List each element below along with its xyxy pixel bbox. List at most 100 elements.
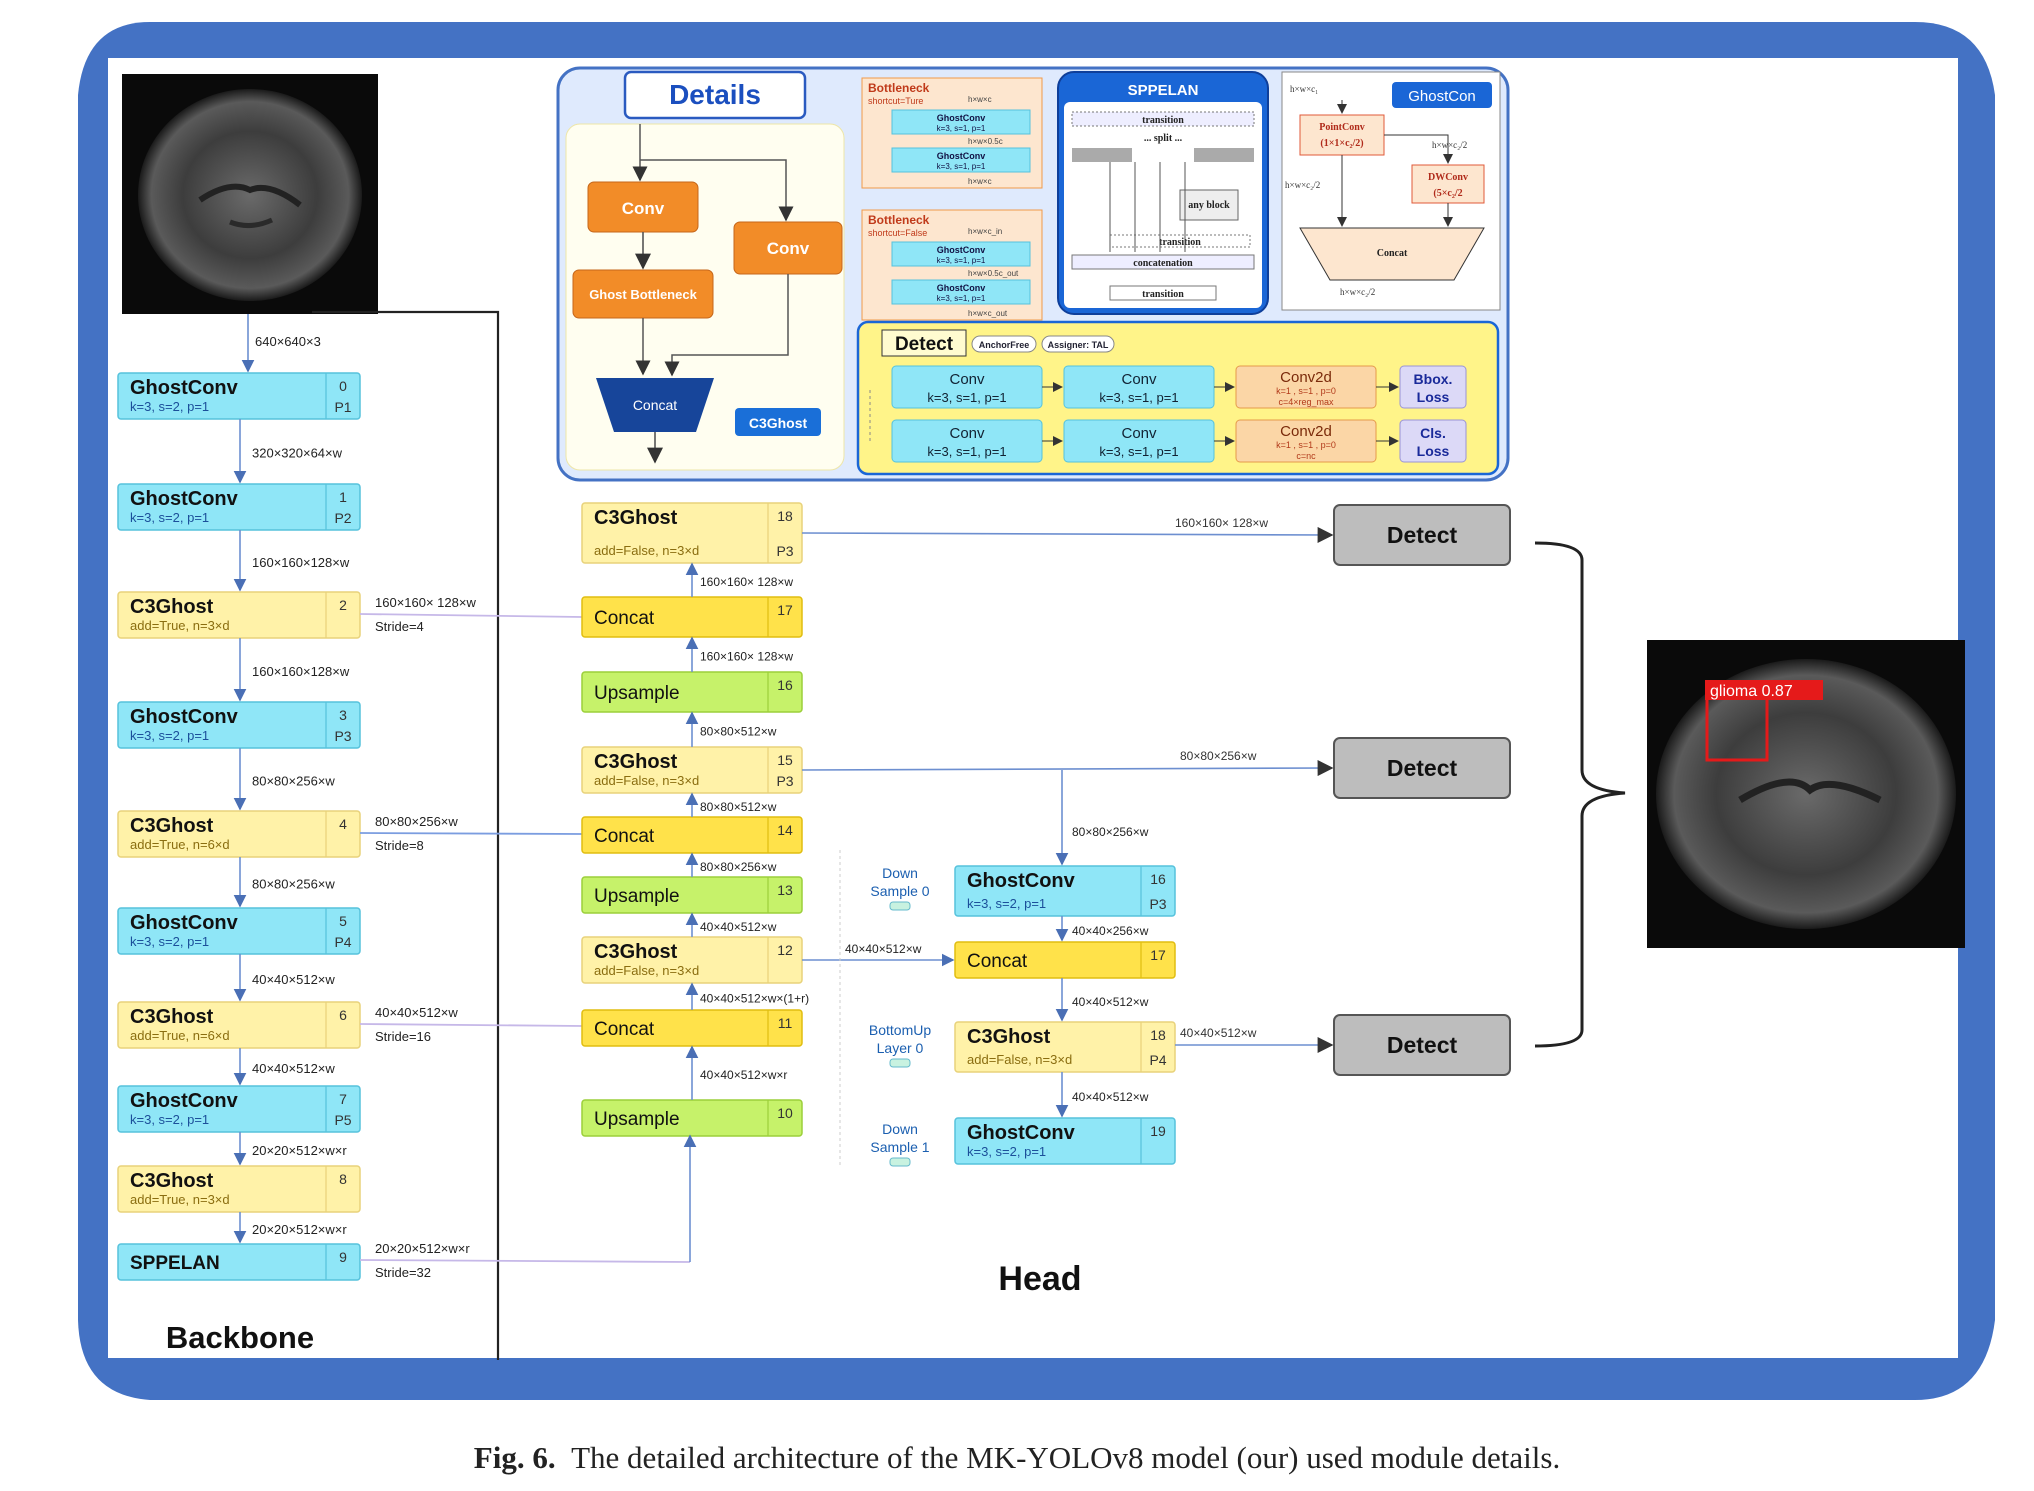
head-col2-dim-2: 40×40×512×w: [1072, 1090, 1149, 1104]
sppelan-row-3-label: transition: [1159, 237, 1201, 248]
sppelan-split-l: [1072, 148, 1132, 162]
dd-conv-b-label-0: Conv: [1121, 371, 1157, 388]
backbone-layer-8-title: C3Ghost: [130, 1170, 214, 1192]
ghostcon-concat-label: Concat: [1377, 248, 1408, 259]
head-layer-17-col2: Concat 17: [954, 941, 1176, 979]
head-layer-16-col2-tag: P3: [1149, 896, 1166, 912]
details-title: Details: [669, 79, 761, 110]
ghostcon-concat: [1299, 227, 1485, 281]
backbone-tap-0: [359, 613, 583, 618]
detail-bottleneck-true-b0: [891, 109, 1031, 135]
sppelan-row-5-label: transition: [1142, 289, 1184, 300]
backbone-layer-3-index: 3: [339, 707, 347, 723]
side-label-1-l1: BottomUp: [869, 1022, 931, 1038]
backbone-layer-5-params: k=3, s=2, p=1: [130, 934, 209, 949]
dc-arrow-5: [664, 274, 789, 377]
dd-conv2d-params2-0: c=4×reg_max: [1278, 397, 1334, 407]
side-label-2-l1: Down: [882, 1121, 918, 1137]
backbone-layer-0-index: 0: [339, 378, 347, 394]
sppelan-row-0-label: transition: [1142, 115, 1184, 126]
backbone-layer-1-params: k=3, s=2, p=1: [130, 510, 209, 525]
backbone-layer-6-params: add=True, n=6×d: [130, 1028, 230, 1043]
detail-bottleneck-true-b0-params: k=3, s=1, p=1: [937, 124, 986, 133]
backbone-dim-7: 20×20×512×w×r: [252, 1143, 347, 1158]
detail-bottleneck-true-d0: h×w×c: [968, 95, 992, 104]
head-layer-16-col2-index: 16: [1150, 871, 1166, 887]
backbone-layer-3-box: [117, 701, 361, 749]
ghostcon-title-bg: [1392, 82, 1492, 108]
backbone-dim-8: 20×20×512×w×r: [252, 1222, 347, 1237]
detail-bottleneck-false-sub: shortcut=False: [868, 228, 927, 238]
input-dims: 640×640×3: [255, 334, 321, 349]
head-layer-17-col2-index: 17: [1150, 947, 1166, 963]
backbone-layer-7-params: k=3, s=2, p=1: [130, 1112, 209, 1127]
dd-conv2d-label-0: Conv2d: [1280, 369, 1332, 386]
head-col1-dim-2: 80×80×512×w: [700, 725, 777, 739]
backbone-tap-2: [359, 1023, 583, 1027]
head-layer-17-col2-title: Concat: [967, 951, 1028, 972]
backbone-layer-4-index: 4: [339, 816, 347, 832]
head-layer-18-col2-title: C3Ghost: [967, 1026, 1051, 1048]
head-layer-15-col1-title: C3Ghost: [594, 751, 678, 773]
dd-conv-a-params-0: k=3, s=1, p=1: [927, 390, 1006, 405]
detect-0-box: [1333, 504, 1511, 566]
backbone-dim-0: 320×320×64×w: [252, 446, 343, 461]
dd-loss-l2-0: Loss: [1417, 389, 1450, 405]
detect-1-dim: 80×80×256×w: [1180, 749, 1257, 763]
caption-label: Fig. 6.: [473, 1440, 556, 1475]
sppelan-split-r: [1194, 148, 1254, 162]
head-layer-19-col2-index: 19: [1150, 1123, 1166, 1139]
backbone-layer-4-params: add=True, n=6×d: [130, 837, 230, 852]
backbone-layer-5-index: 5: [339, 913, 347, 929]
backbone-layer-0-tag: P1: [334, 399, 351, 415]
backbone-layer-7-index: 7: [339, 1091, 347, 1107]
backbone-tap-dim-3: 20×20×512×w×r: [375, 1241, 470, 1256]
side-label-0-chip: [889, 901, 911, 911]
detail-bottleneck-true-d2: h×w×c: [968, 177, 992, 186]
sppelan-row-4-label: concatenation: [1133, 258, 1193, 269]
head-layer-13-col1-index: 13: [777, 882, 793, 898]
head-layer-19-col2-params: k=3, s=2, p=1: [967, 1144, 1046, 1159]
backbone-layer-0-params: k=3, s=2, p=1: [130, 399, 209, 414]
detect-2-dim: 40×40×512×w: [1180, 1026, 1257, 1040]
side-label-0-l1: Down: [882, 865, 918, 881]
detect-1-box: [1333, 737, 1511, 799]
backbone-layer-2-params: add=True, n=3×d: [130, 618, 230, 633]
sppelan-trans3: [1109, 285, 1217, 301]
backbone-layer-6-title: C3Ghost: [130, 1006, 214, 1028]
detail-bottleneck-false-b1-params: k=3, s=1, p=1: [937, 294, 986, 303]
head-col2-dim-0: 40×40×256×w: [1072, 924, 1149, 938]
head-layer-10-col1-index: 10: [777, 1105, 793, 1121]
backbone-tap-3: [359, 1259, 691, 1263]
backbone-dim-4: 80×80×256×w: [252, 877, 335, 892]
ghostcon-point-params: (1×1×c₂/2): [1320, 138, 1363, 149]
backbone-layer-2-index: 2: [339, 597, 347, 613]
ghostcon-out: h×w×c₂/2: [1340, 287, 1375, 297]
dd-conv2d-params-1: k=1 , s=1 , p=0: [1276, 440, 1336, 450]
head-col2-dim-top: 80×80×256×w: [1072, 825, 1149, 839]
detail-bottleneck-false-b0: [891, 241, 1031, 267]
head-layer-16-col2-params: k=3, s=2, p=1: [967, 896, 1046, 911]
head-layer-18-col1-title: C3Ghost: [594, 507, 678, 529]
backbone-dim-3: 80×80×256×w: [252, 774, 335, 789]
sppelan-title: SPPELAN: [1128, 82, 1199, 99]
backbone-layer-1-tag: P2: [334, 510, 351, 526]
detail-ghostcon: GhostConh×w×c₁PointConv(1×1×c₂/2)DWConv(…: [1281, 71, 1501, 311]
output-mri-ventricle: [1738, 778, 1882, 804]
backbone-tap-stride-3: Stride=32: [375, 1265, 431, 1280]
dd-conv-a-label-0: Conv: [949, 371, 985, 388]
